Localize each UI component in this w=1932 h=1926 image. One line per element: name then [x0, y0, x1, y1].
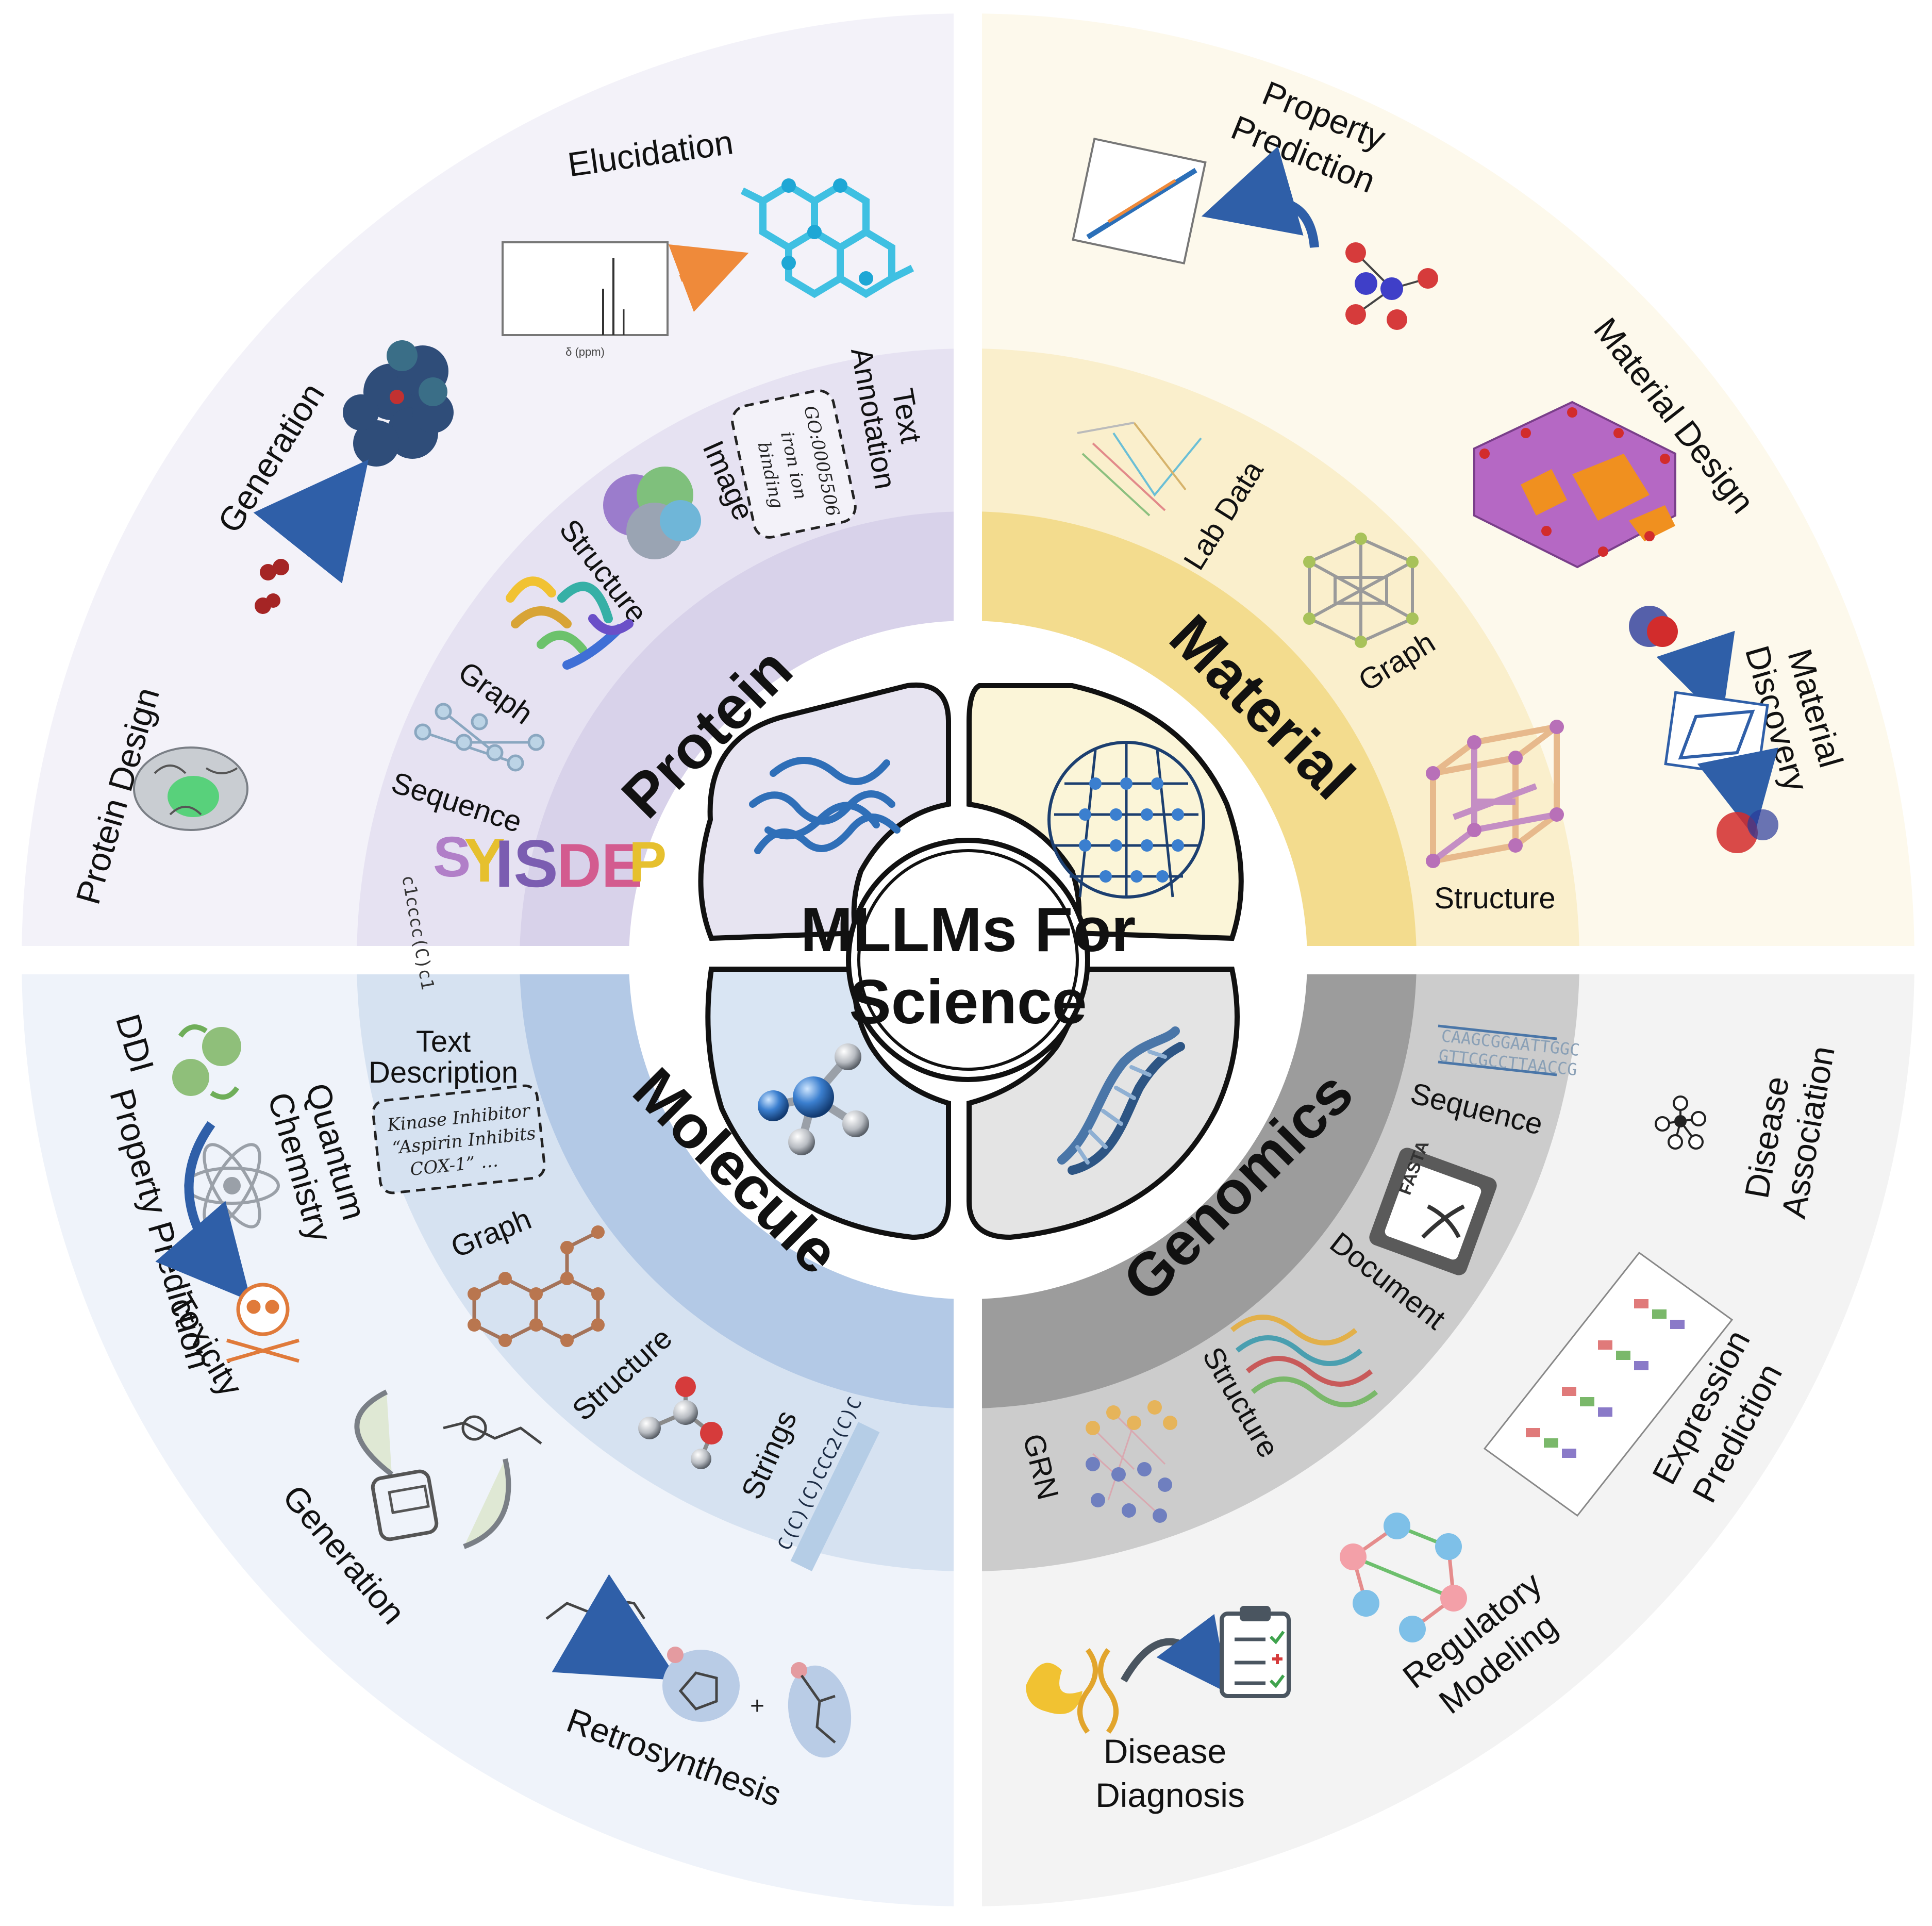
molecule-property-arrow	[155, 1121, 252, 1302]
fasta-document-icon: FASTA	[1369, 1138, 1497, 1275]
lab-data-icon	[1077, 422, 1202, 517]
genomics-app-diagnosis-line2: Diagnosis	[1095, 1776, 1245, 1814]
property-molecule-icon	[1345, 242, 1438, 330]
molecule-structure-icon	[638, 1376, 723, 1469]
svg-text:DE: DE	[557, 831, 643, 900]
svg-text:Y: Y	[464, 826, 505, 895]
svg-text:P: P	[629, 831, 667, 894]
genomics-app-diagnosis-line1: Disease	[1104, 1732, 1226, 1770]
center-title-line2: Science	[849, 967, 1087, 1037]
protein-image-icon	[603, 467, 701, 559]
protein-ribbon-icon	[749, 757, 901, 854]
protein-structure-icon	[506, 576, 634, 670]
protein-generation-icon	[253, 340, 454, 614]
nmr-spectrum-icon: δ (ppm)	[502, 241, 749, 358]
diagnosis-icon	[1026, 1606, 1291, 1734]
molecule-text-description-line1: Text	[416, 1025, 471, 1058]
protein-design-icon	[133, 746, 248, 831]
material-discovery-icon	[1629, 606, 1778, 853]
fullerene-atoms	[1079, 777, 1184, 883]
ddi-pills-icon	[172, 1024, 241, 1100]
molecule-generation-icon	[354, 1389, 542, 1549]
toxicity-skull-icon	[226, 1283, 299, 1363]
parity-plot-icon	[1072, 137, 1319, 265]
elucidated-molecule-atoms	[781, 178, 873, 286]
protein-graph-icon	[414, 703, 545, 772]
material-modality-structure: Structure	[1434, 882, 1555, 915]
svg-text:+: +	[750, 1692, 764, 1720]
grn-network-icon	[1086, 1400, 1177, 1523]
svg-text:IS: IS	[495, 826, 558, 901]
genomics-structure-icon	[1230, 1315, 1378, 1407]
molecule-text-description-line2: Description	[369, 1056, 518, 1089]
disease-association-icon	[1655, 1095, 1706, 1150]
svg-text:S: S	[433, 825, 471, 889]
crystal-lattice-atoms	[1426, 720, 1564, 868]
regulatory-network-icon	[1340, 1513, 1467, 1642]
dna-helix-icon	[1057, 1026, 1185, 1175]
center-emblem: MLLMs For Science	[698, 682, 1244, 1240]
retrosynthesis-icon: +	[545, 1574, 852, 1758]
molecule-ball-stick-icon	[758, 1043, 869, 1155]
center-title-line1: MLLMs For	[801, 894, 1136, 965]
center-ring-inner	[857, 849, 1079, 1071]
molecule-description-box: Kinase Inhibitor “Aspirin Inhibits COX-1…	[372, 1084, 546, 1194]
center-ring-outer	[846, 838, 1090, 1082]
material-graph-nodes	[1303, 533, 1419, 648]
expression-boxplot-icon	[1483, 1251, 1734, 1517]
molecule-graph-nodes	[468, 1225, 605, 1347]
spectrum-axis-label: δ (ppm)	[565, 345, 605, 358]
material-design-icon	[1473, 401, 1676, 569]
protein-annotation-box: GO:0005506 iron ion binding	[731, 389, 857, 539]
